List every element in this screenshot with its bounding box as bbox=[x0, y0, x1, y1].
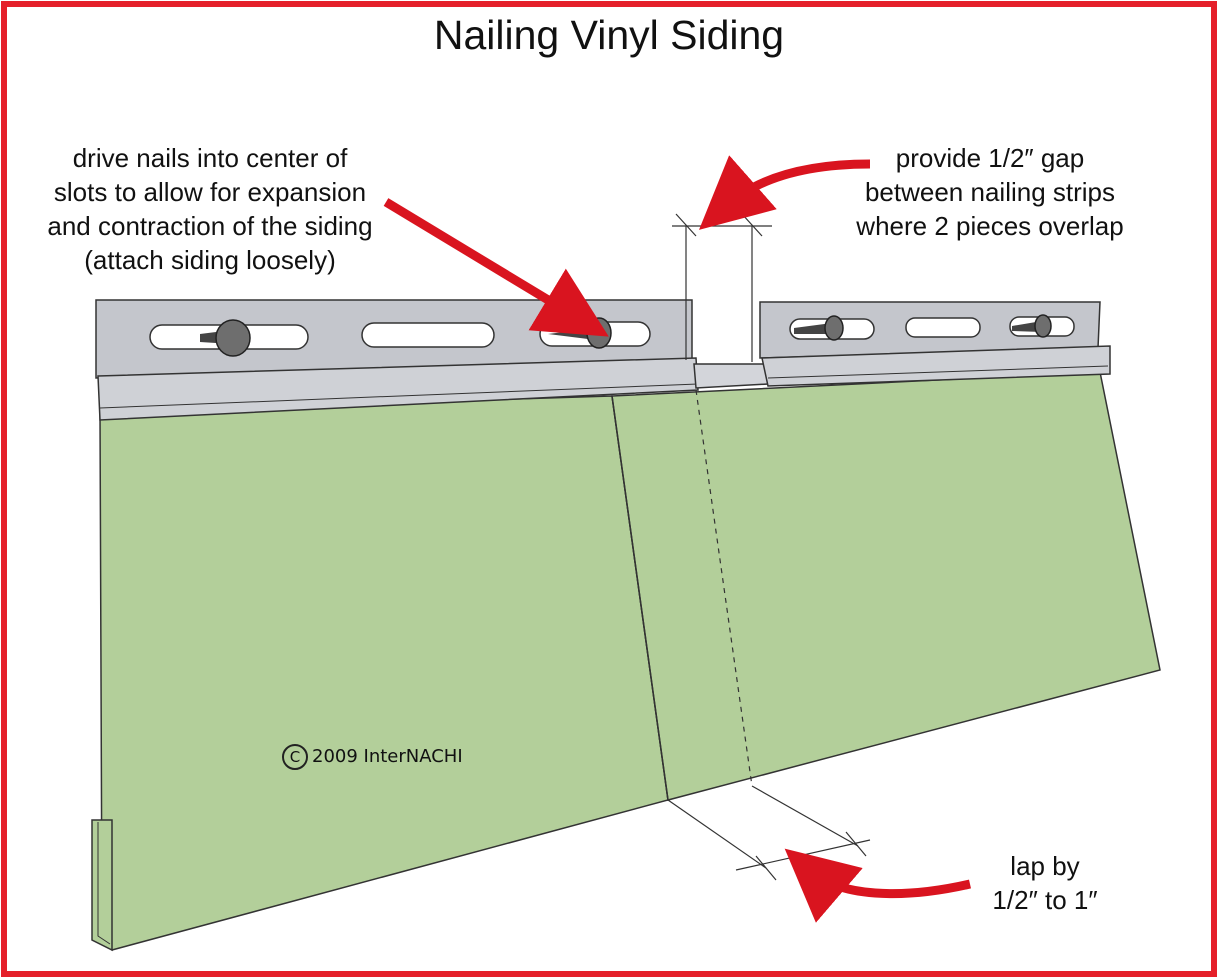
right-strip-hem bbox=[761, 345, 1111, 387]
note-line: drive nails into center of bbox=[72, 143, 348, 173]
gap-note: provide 1/2″ gap between nailing strips … bbox=[830, 141, 1150, 243]
lap-pointer-arrow bbox=[784, 848, 972, 923]
right-strip-fold bbox=[767, 365, 1109, 379]
hidden-edge-dashed bbox=[695, 389, 753, 787]
nail-slot bbox=[905, 317, 981, 338]
gap-pointer-arrow bbox=[698, 155, 871, 230]
left-siding-panel bbox=[99, 395, 669, 951]
overlap-edge bbox=[611, 395, 669, 801]
note-line: and contraction of the siding bbox=[47, 211, 373, 241]
nail-center-note: drive nails into center of slots to allo… bbox=[20, 141, 400, 277]
gap-strip bbox=[693, 363, 769, 389]
bottom-lip-inner bbox=[97, 822, 111, 945]
left-strip-fold bbox=[99, 383, 699, 409]
left-strip-hem bbox=[97, 357, 699, 421]
note-line: provide 1/2″ gap bbox=[895, 143, 1085, 173]
note-line: lap by bbox=[1010, 851, 1080, 881]
nail-slot bbox=[361, 322, 495, 348]
note-line: between nailing strips bbox=[864, 177, 1116, 207]
copyright-icon: C bbox=[282, 744, 308, 770]
bottom-lip bbox=[91, 819, 113, 952]
nail-icon bbox=[794, 315, 844, 341]
note-line: where 2 pieces overlap bbox=[856, 211, 1124, 241]
copyright-text: 2009 InterNACHI bbox=[312, 746, 463, 767]
lap-note: lap by 1/2″ to 1″ bbox=[960, 849, 1130, 917]
nail-icon bbox=[1012, 314, 1052, 338]
note-line: (attach siding loosely) bbox=[84, 245, 336, 275]
lap-dimension bbox=[667, 785, 871, 881]
note-line: 1/2″ to 1″ bbox=[992, 885, 1098, 915]
note-line: slots to allow for expansion bbox=[53, 177, 367, 207]
nail-pointer-arrow bbox=[383, 198, 609, 337]
right-siding-panel bbox=[611, 371, 1161, 801]
nail-icon bbox=[200, 319, 251, 357]
page-title: Nailing Vinyl Siding bbox=[433, 12, 785, 58]
